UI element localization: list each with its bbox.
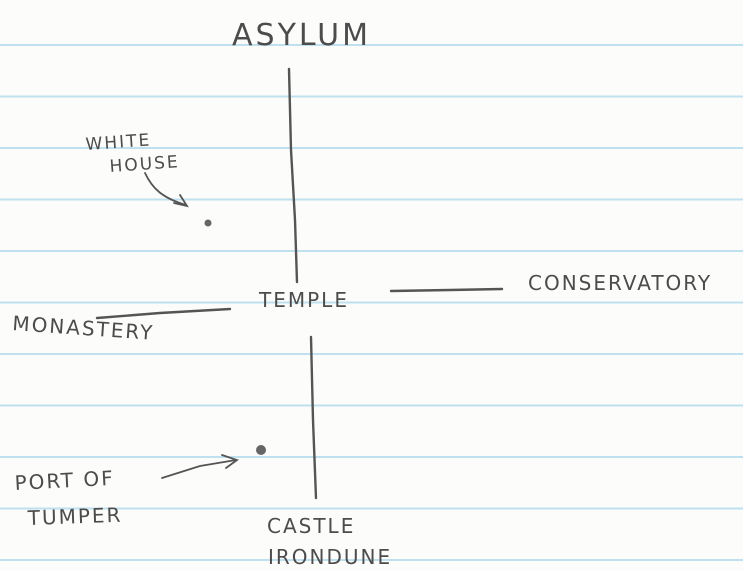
label-castle-2: IRONDUNE [268, 545, 392, 569]
arrow-head-port [221, 454, 239, 469]
road-temple-castle [309, 335, 318, 500]
label-conservatory: CONSERVATORY [528, 271, 712, 295]
label-white-house-2: HOUSE [109, 152, 180, 177]
label-castle-1: CASTLE [267, 514, 355, 538]
arrow-white-house [144, 172, 187, 206]
port-marker [256, 445, 266, 455]
arrow-port [161, 459, 237, 479]
label-temple: TEMPLE [258, 288, 349, 312]
road-temple-asylum [287, 67, 299, 284]
label-white-house-1: WHITE [85, 130, 152, 155]
road-temple-conservatory [389, 287, 504, 293]
road-temple-monastery [95, 307, 232, 320]
label-port-1: PORT OF [14, 466, 115, 495]
arrow-head-white-house [173, 194, 189, 208]
label-asylum: ASYLUM [232, 18, 371, 53]
white-house-marker [204, 219, 212, 227]
label-port-2: TUMPER [26, 503, 122, 530]
